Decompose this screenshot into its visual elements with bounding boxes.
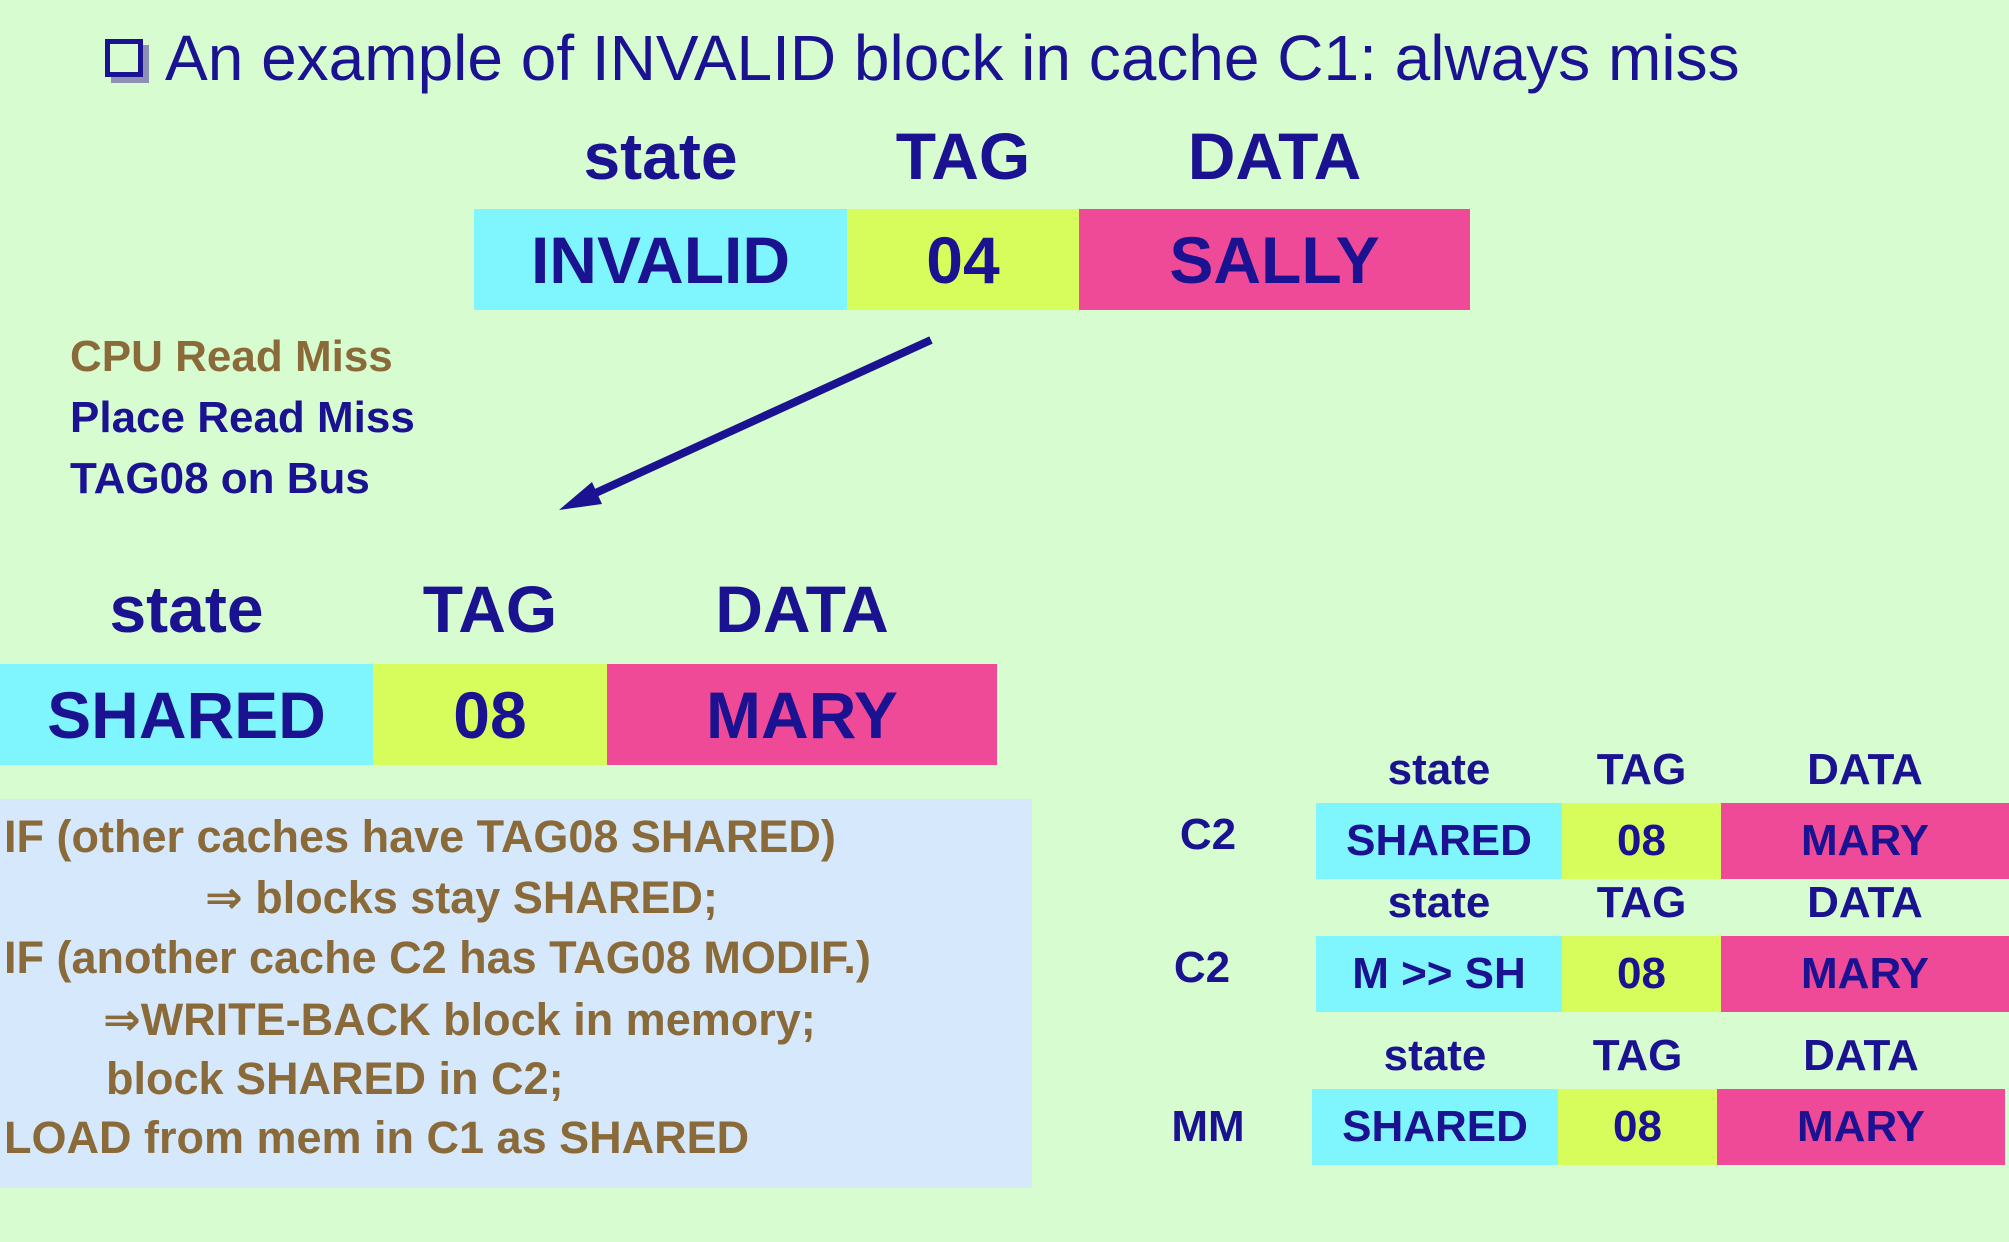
- transition-event: CPU Read Miss: [70, 332, 393, 381]
- mini2-tag-header: TAG: [1596, 878, 1687, 927]
- info-line-5: block SHARED in C2;: [106, 1053, 564, 1104]
- mini1-tag-header: TAG: [1596, 745, 1687, 794]
- new-tag-header: TAG: [422, 572, 558, 646]
- mini1-tag-cell: 08: [1562, 803, 1721, 879]
- mini3-state-header: state: [1383, 1031, 1487, 1080]
- transition-action-1: Place Read Miss: [70, 393, 415, 442]
- info-line-4: ⇒WRITE-BACK block in memory;: [103, 994, 816, 1045]
- new-data-cell: MARY: [607, 664, 997, 765]
- mini3-tag-header: TAG: [1592, 1031, 1683, 1080]
- top-tag-header: TAG: [895, 119, 1031, 193]
- info-line-1: IF (other caches have TAG08 SHARED): [4, 811, 836, 862]
- info-line-6: LOAD from mem in C1 as SHARED: [4, 1112, 750, 1163]
- mini3-cache-label: MM: [1171, 1102, 1245, 1151]
- checkbox-bullet-icon: [105, 39, 143, 77]
- top-tag-cell: 04: [847, 209, 1079, 310]
- new-tag-cell: 08: [373, 664, 607, 765]
- mini1-state-header: state: [1387, 745, 1491, 794]
- mini1-data-cell: MARY: [1721, 803, 2009, 879]
- top-data-header: DATA: [1187, 119, 1362, 193]
- info-line-2: ⇒ blocks stay SHARED;: [205, 872, 718, 923]
- mini3-state-cell: SHARED: [1312, 1089, 1558, 1165]
- mini2-data-header: DATA: [1807, 878, 1923, 927]
- mini3-tag-cell: 08: [1558, 1089, 1717, 1165]
- info-line-3: IF (another cache C2 has TAG08 MODIF.): [4, 932, 871, 983]
- new-data-header: DATA: [715, 572, 889, 646]
- new-state-cell: SHARED: [0, 664, 373, 765]
- mini1-data-header: DATA: [1807, 745, 1923, 794]
- mini2-state-cell: M >> SH: [1316, 936, 1562, 1012]
- mini2-state-header: state: [1387, 878, 1491, 927]
- mini3-data-header: DATA: [1803, 1031, 1919, 1080]
- mini2-tag-cell: 08: [1562, 936, 1721, 1012]
- top-state-header: state: [583, 119, 738, 193]
- mini2-data-cell: MARY: [1721, 936, 2009, 1012]
- mini2-cache-label: C2: [1173, 943, 1231, 992]
- slide-title-row: An example of INVALID block in cache C1:…: [105, 18, 1740, 98]
- slide-title: An example of INVALID block in cache C1:…: [165, 22, 1740, 94]
- top-state-cell: INVALID: [474, 209, 847, 310]
- transition-action-2: TAG08 on Bus: [70, 454, 370, 503]
- mini1-cache-label: C2: [1179, 810, 1237, 859]
- condition-info-box: IF (other caches have TAG08 SHARED) ⇒ bl…: [0, 799, 1032, 1188]
- new-state-header: state: [109, 572, 264, 646]
- top-data-cell: SALLY: [1079, 209, 1470, 310]
- mini3-data-cell: MARY: [1717, 1089, 2005, 1165]
- mini1-state-cell: SHARED: [1316, 803, 1562, 879]
